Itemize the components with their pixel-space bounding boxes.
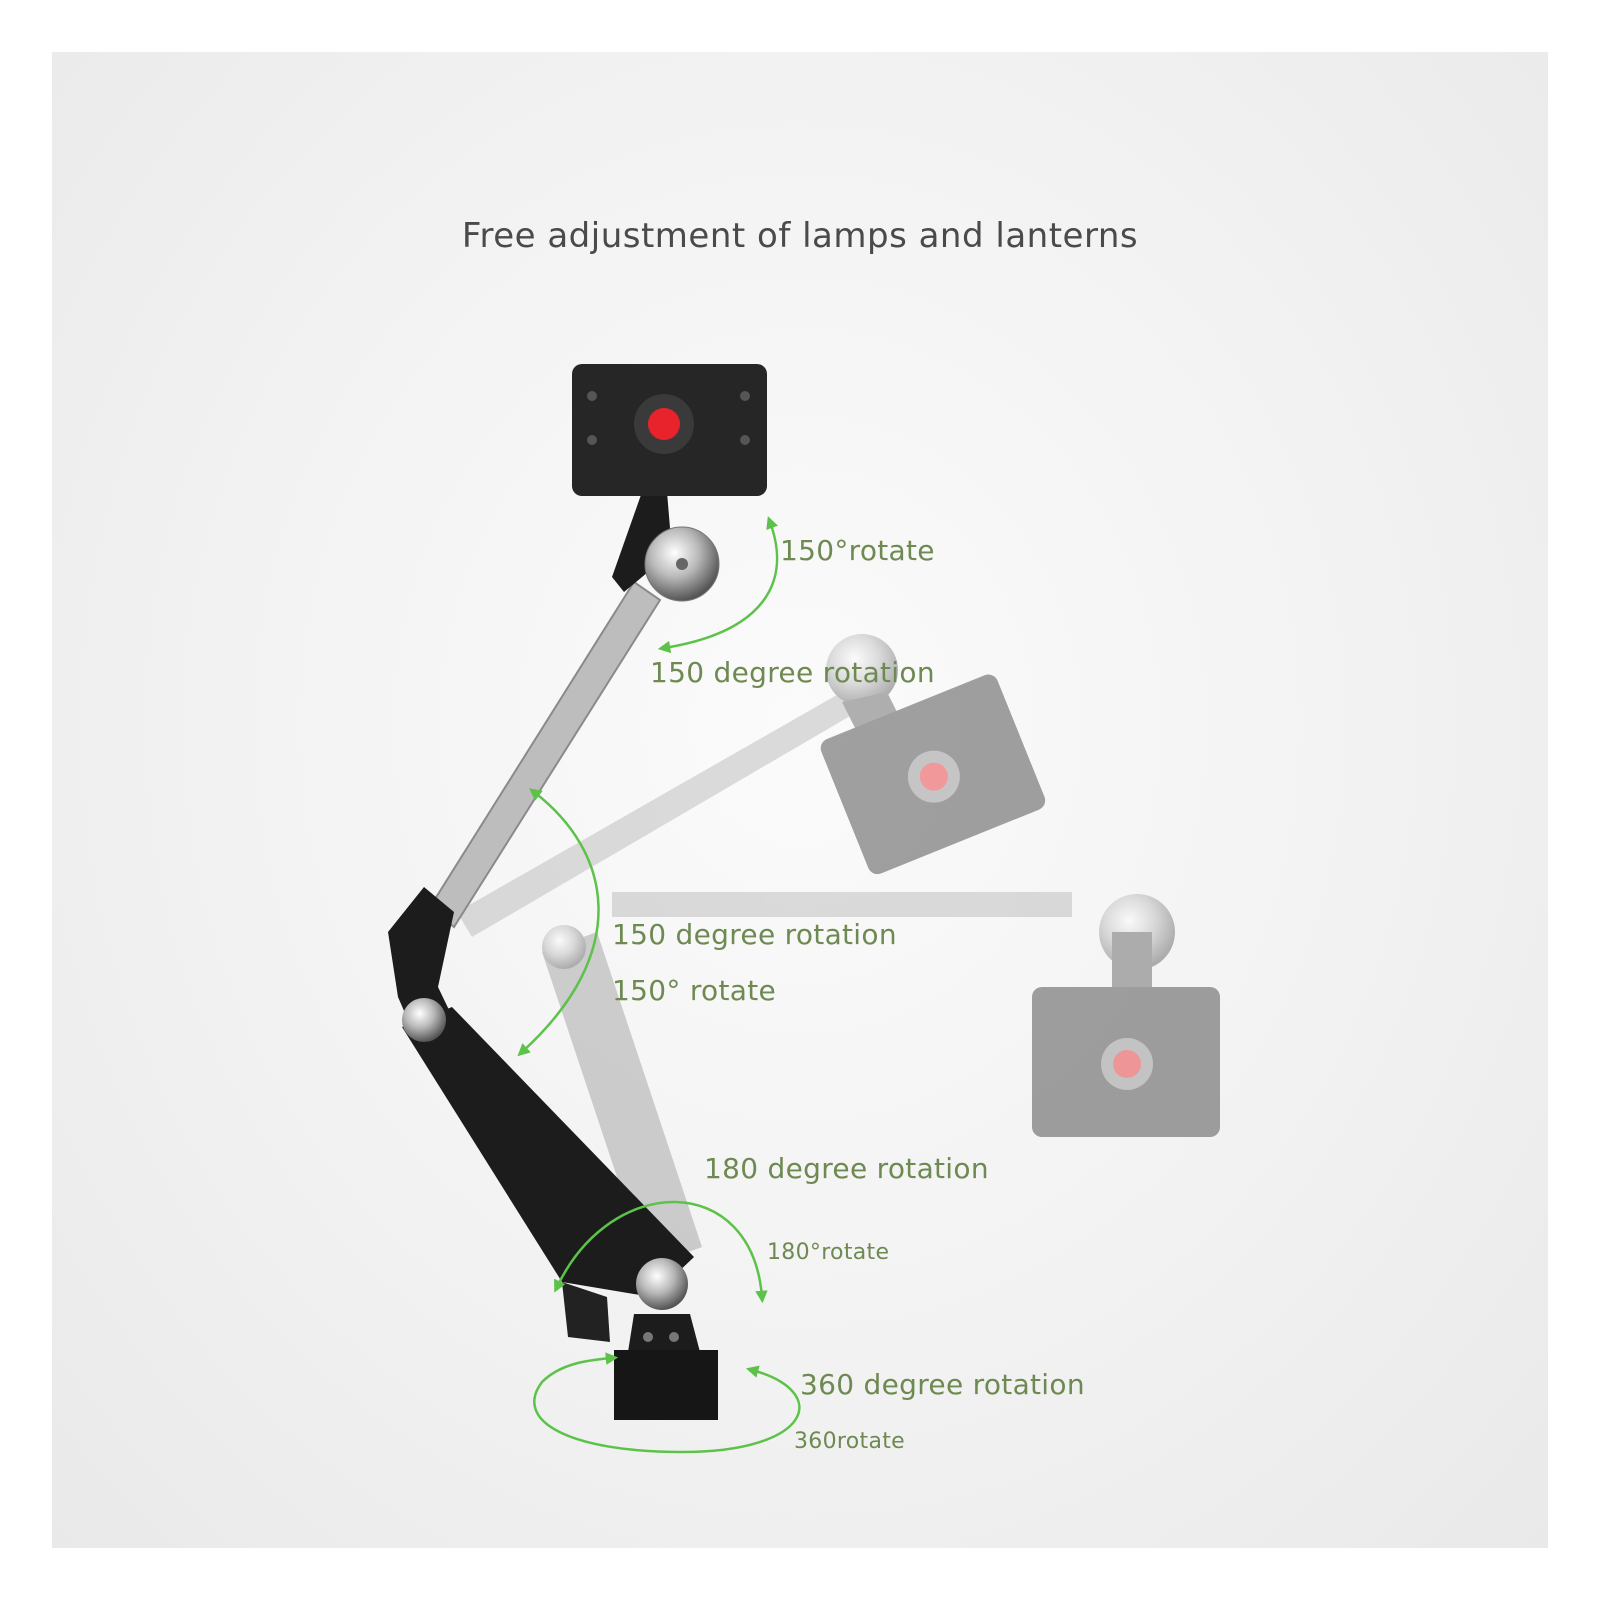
swivel-rotation-label-alt: 360rotate [794, 1429, 905, 1454]
rotation-arrows [517, 516, 801, 1454]
lamp-illustration [388, 364, 1220, 1454]
page-title: Free adjustment of lamps and lanterns [461, 216, 1139, 256]
head-rotation-arrow [657, 516, 779, 654]
head-rotation-label: 150°rotate [780, 534, 935, 567]
swivel-rotation-arrow [533, 1352, 801, 1454]
ghost-lamp-position-mid [457, 634, 1046, 937]
elbow-rotation-label-alt: 150° rotate [612, 974, 777, 1007]
base-rotation-label: 180 degree rotation [704, 1152, 989, 1185]
elbow-rotation-arrow [517, 788, 600, 1057]
ghost-lamp-position-horizontal [542, 892, 1220, 1267]
product-scene: Free adjustment of lamps and lanterns 15… [52, 52, 1548, 1548]
swivel-rotation-label: 360 degree rotation [800, 1368, 1085, 1401]
main-lamp-arm [388, 364, 767, 1420]
base-rotation-arrow [554, 1200, 768, 1304]
elbow-rotation-label: 150 degree rotation [612, 918, 897, 951]
base-rotation-label-alt: 180°rotate [767, 1240, 890, 1265]
head-rotation-label-alt: 150 degree rotation [650, 656, 935, 689]
